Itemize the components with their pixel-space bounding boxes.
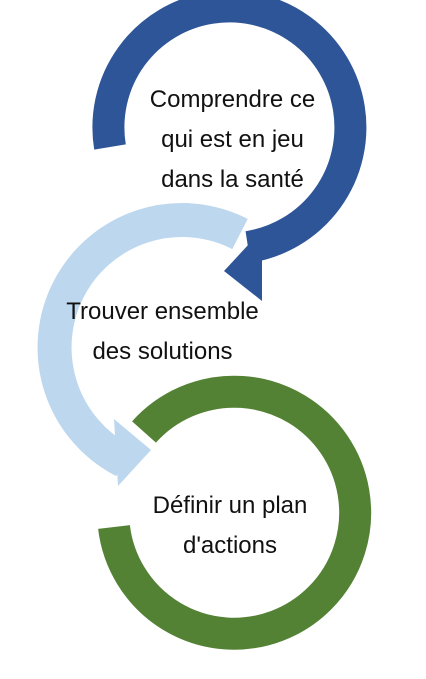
step2-label-line: des solutions (92, 338, 233, 365)
step2-label: Trouver ensemble des solutions (60, 292, 265, 372)
step3-label-line: Définir un plan (152, 492, 308, 519)
step2-label-line: Trouver ensemble (66, 298, 259, 325)
step1-label-line: qui est en jeu (161, 126, 304, 153)
step3-ring (98, 375, 372, 650)
step1-label-line: dans la santé (161, 166, 304, 193)
step1-label-line: Comprendre ce (149, 86, 316, 113)
step2-arrow (37, 203, 248, 477)
step1-arrowhead (224, 230, 262, 301)
step1-label: Comprendre ce qui est en jeu dans la san… (140, 80, 325, 200)
step3-label: Définir un plan d'actions (140, 486, 320, 566)
step2-arrowhead (114, 419, 151, 486)
step1-arrow (92, 0, 367, 263)
step3-label-line: d'actions (183, 532, 277, 559)
